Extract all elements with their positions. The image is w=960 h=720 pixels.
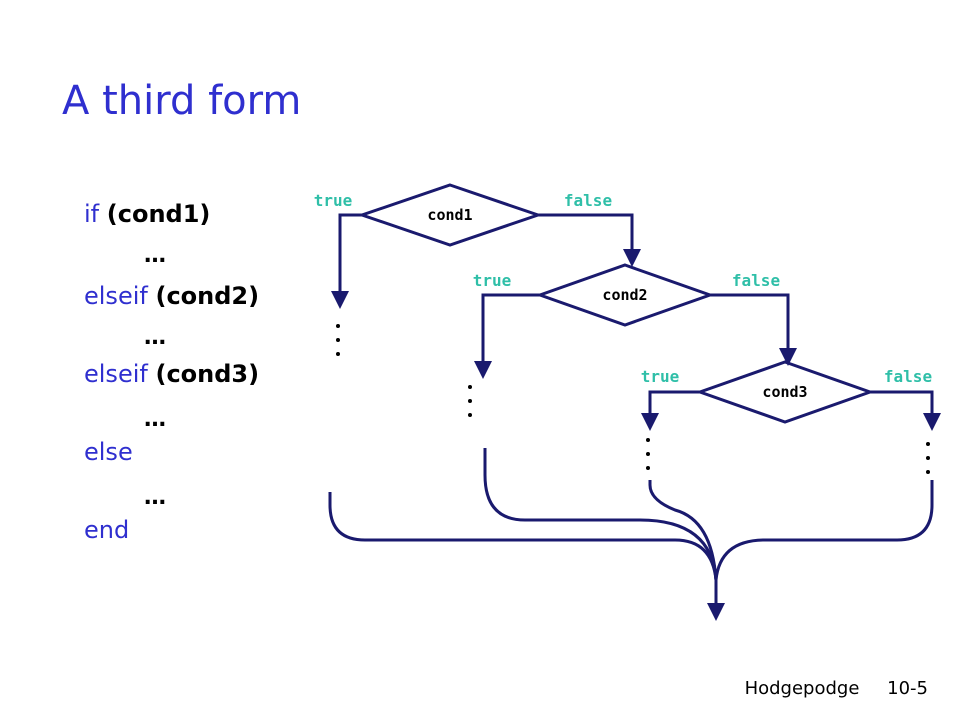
decision-diamond-cond3	[695, 360, 875, 424]
keyword-else: else	[84, 438, 133, 466]
cond3-label: cond3	[762, 383, 807, 401]
true-branch-cond3	[641, 390, 700, 431]
false-label-cond3: false	[884, 367, 932, 386]
code-line-elseif-2: elseif (cond3)	[84, 360, 259, 388]
slide-number: 10-5	[887, 678, 928, 699]
placeholder-dots-branch2	[468, 385, 472, 417]
slide-footer: Hodgepodge 10-5	[723, 678, 928, 699]
true-label-cond1: true	[314, 191, 353, 210]
false-label-cond1: false	[564, 191, 612, 210]
ellipsis-text: …	[144, 243, 166, 268]
ellipsis-text: …	[144, 325, 166, 350]
code-line-ellipsis: …	[144, 404, 166, 432]
condition-text: (cond3)	[155, 360, 260, 388]
true-label-cond2: true	[473, 271, 512, 290]
keyword-elseif: elseif	[84, 360, 148, 388]
code-line-ellipsis: …	[144, 482, 166, 510]
merge-path-1	[328, 492, 718, 581]
code-line-elseif-1: elseif (cond2)	[84, 282, 259, 310]
code-line-ellipsis: …	[144, 322, 166, 350]
merge-path-3	[648, 480, 718, 581]
true-branch-cond1	[331, 213, 362, 309]
footer-title: Hodgepodge	[744, 678, 860, 699]
code-line-end: end	[84, 516, 129, 544]
false-branch-cond3	[870, 390, 941, 431]
code-line-ellipsis: …	[144, 240, 166, 268]
true-branch-cond2	[474, 293, 540, 379]
ellipsis-text: …	[144, 485, 166, 510]
placeholder-dots-branch4	[926, 442, 930, 474]
keyword-if: if	[84, 200, 100, 228]
placeholder-dots-branch1	[336, 324, 340, 356]
decision-diamond-cond2	[535, 263, 715, 327]
false-label-cond2: false	[732, 271, 780, 290]
false-branch-cond2	[710, 293, 797, 366]
code-line-else: else	[84, 438, 133, 466]
ellipsis-text: …	[144, 407, 166, 432]
true-label-cond3: true	[641, 367, 680, 386]
condition-text: (cond1)	[106, 200, 211, 228]
keyword-end: end	[84, 516, 130, 544]
merge-path-2	[483, 448, 718, 581]
condition-text: (cond2)	[155, 282, 260, 310]
decision-diamond-cond1	[357, 183, 543, 247]
cond1-label: cond1	[427, 206, 472, 224]
merge-path-4	[714, 480, 934, 581]
keyword-elseif: elseif	[84, 282, 148, 310]
code-line-if: if (cond1)	[84, 200, 210, 228]
false-branch-cond1	[538, 213, 641, 267]
slide-title: A third form	[62, 78, 302, 124]
cond2-label: cond2	[602, 286, 647, 304]
placeholder-dots-branch3	[646, 438, 650, 470]
